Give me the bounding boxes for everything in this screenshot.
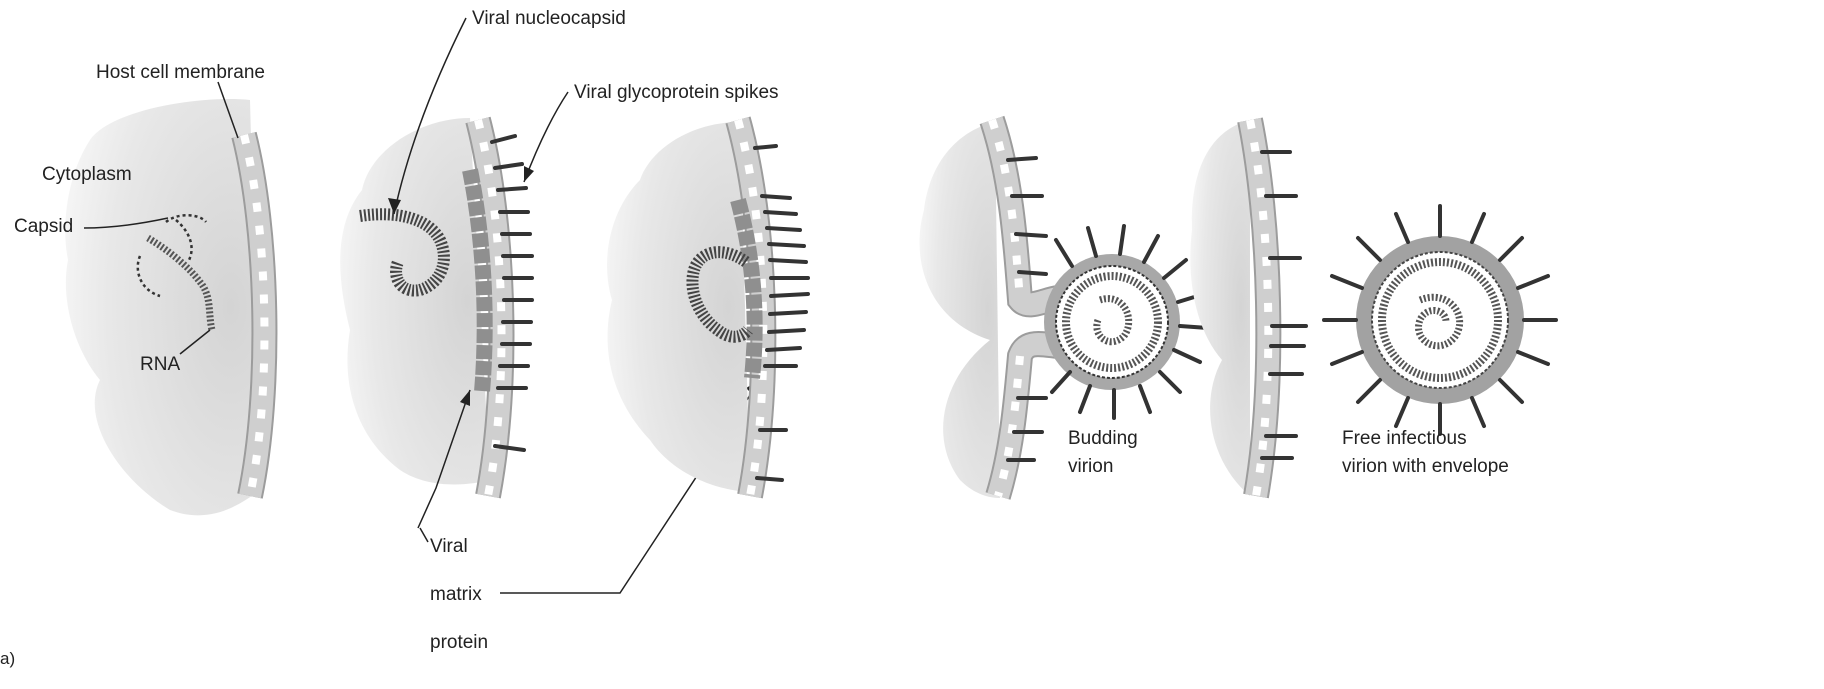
- viral-matrix-label-line2: matrix: [430, 584, 482, 605]
- rna-label: RNA: [140, 354, 180, 375]
- cytoplasm-region-4: [920, 122, 1000, 498]
- free-infectious-virion: Free infectious virion with envelope: [1324, 206, 1556, 477]
- budding-virion-label-line1: Budding: [1068, 428, 1138, 449]
- viral-matrix-label-line1: Viral: [430, 536, 468, 557]
- capsid-label: Capsid: [14, 216, 73, 237]
- host-cell-membrane-label: Host cell membrane: [96, 62, 265, 83]
- viral-matrix-label-line3: protein: [430, 632, 488, 653]
- cytoplasm-region-5: [1190, 120, 1250, 496]
- panel-1-uncoating: Host cell membrane Cytoplasm Capsid RNA …: [0, 62, 265, 668]
- free-virion-label-line2: virion with envelope: [1342, 456, 1509, 477]
- free-virion-label-line1: Free infectious: [1342, 428, 1467, 449]
- cytoplasm-region-1: [65, 99, 260, 515]
- budding-virion: [1044, 254, 1180, 390]
- cytoplasm-region-3: [607, 122, 750, 492]
- panel-4-budding: Budding virion: [920, 120, 1208, 498]
- cytoplasm-label: Cytoplasm: [42, 164, 132, 185]
- panel-3-docking: [607, 120, 808, 496]
- panel-marker: a): [0, 649, 15, 668]
- budding-virion-label-line2: virion: [1068, 456, 1113, 477]
- viral-glycoprotein-spikes-label: Viral glycoprotein spikes: [574, 82, 779, 103]
- panel-5-release: [1190, 120, 1306, 496]
- viral-nucleocapsid-label: Viral nucleocapsid: [472, 8, 626, 29]
